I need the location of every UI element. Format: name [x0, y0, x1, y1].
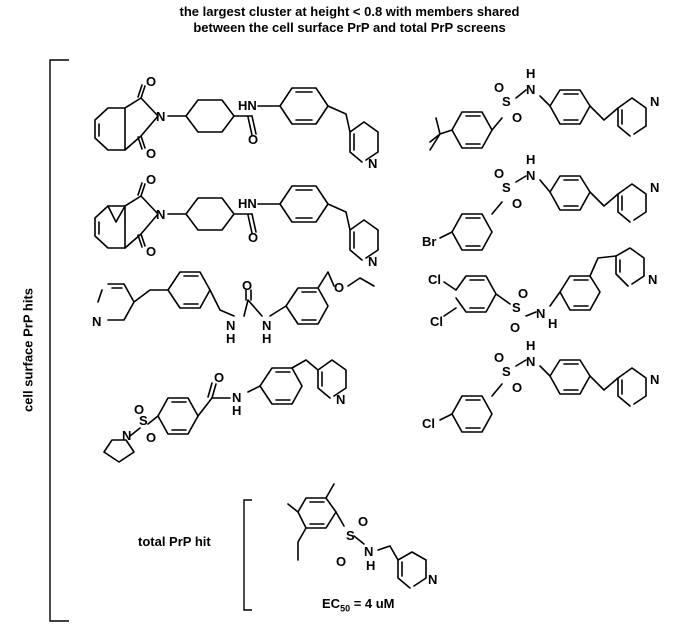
molecule-6: Br S O O H N N [422, 152, 659, 251]
atom-n: N [650, 180, 659, 195]
atom-s: S [139, 413, 148, 428]
atom-n: N [226, 318, 235, 333]
atom-n: N [526, 168, 535, 183]
atom-s: S [502, 180, 511, 195]
ec50-subscript: 50 [340, 603, 351, 614]
atom-o: O [146, 172, 156, 187]
atom-n: N [428, 572, 437, 587]
atom-n: N [650, 372, 659, 387]
atom-o: O [214, 370, 224, 385]
atom-h: H [232, 403, 241, 418]
atom-n: N [232, 390, 241, 405]
atom-s: S [346, 528, 355, 543]
molecule-5: S O O H N N [429, 66, 659, 151]
molecule-1: O O N O HN N [94, 74, 379, 171]
atom-n: N [156, 207, 165, 222]
atom-n: N [262, 318, 271, 333]
atom-o: O [146, 244, 156, 259]
atom-n: N [336, 392, 345, 407]
atom-o: O [146, 430, 156, 445]
atom-o: O [146, 74, 156, 89]
atom-o: O [336, 554, 346, 569]
atom-h: H [226, 331, 235, 346]
atom-o: O [518, 286, 528, 301]
atom-cl: Cl [428, 272, 441, 287]
atom-n: N [364, 544, 373, 559]
total-hit-bracket [243, 499, 252, 611]
atom-s: S [512, 300, 521, 315]
atom-o: O [358, 514, 368, 529]
atom-o: O [512, 196, 522, 211]
atom-br: Br [422, 234, 436, 249]
atom-n: N [650, 94, 659, 109]
atom-hn: HN [238, 98, 257, 113]
title-line-2: between the cell surface PrP and total P… [193, 20, 506, 35]
atom-o: O [248, 132, 258, 147]
atom-h: H [526, 338, 535, 353]
molecule-7: Cl Cl S O O N H N [428, 247, 657, 335]
atom-o: O [146, 146, 156, 161]
ec50-prefix: EC [322, 596, 341, 611]
atom-s: S [502, 94, 511, 109]
atom-hn: HN [238, 196, 257, 211]
atom-o: O [510, 320, 520, 335]
atom-h: H [526, 66, 535, 81]
atom-n: N [648, 272, 657, 287]
atom-h: H [548, 316, 557, 331]
atom-cl: Cl [422, 416, 435, 431]
atom-n: N [526, 82, 535, 97]
atom-o: O [494, 166, 504, 181]
title-line-1: the largest cluster at height < 0.8 with… [179, 4, 520, 19]
molecule-3: N O N H N H O [92, 271, 375, 346]
atom-o: O [512, 380, 522, 395]
ec50-label: EC50 = 4 uM [322, 596, 395, 614]
figure-title: the largest cluster at height < 0.8 with… [0, 4, 699, 36]
atom-n: N [92, 314, 101, 329]
molecule-9: S O O N H N [287, 483, 437, 589]
molecule-4: N S O O O N H N [103, 359, 347, 463]
atom-n: N [122, 428, 131, 443]
atom-o: O [334, 280, 344, 295]
molecule-8: Cl S O O H N N [422, 338, 659, 433]
atom-o: O [494, 350, 504, 365]
atom-o: O [134, 402, 144, 417]
total-prp-hit-label: total PrP hit [138, 534, 211, 549]
atom-h: H [526, 152, 535, 167]
atom-o: O [248, 230, 258, 245]
atom-h: H [262, 331, 271, 346]
atom-o: O [242, 278, 252, 293]
atom-n: N [368, 156, 377, 171]
atom-o: O [512, 110, 522, 125]
atom-s: S [502, 364, 511, 379]
atom-n: N [368, 254, 377, 269]
atom-n: N [526, 354, 535, 369]
atom-cl: Cl [430, 314, 443, 329]
atom-h: H [366, 558, 375, 573]
molecule-2: O O N O HN N [94, 172, 379, 269]
atom-o: O [494, 80, 504, 95]
ec50-value: = 4 uM [350, 596, 395, 611]
atom-n: N [536, 306, 545, 321]
atom-n: N [156, 109, 165, 124]
cell-surface-bracket [49, 59, 69, 622]
